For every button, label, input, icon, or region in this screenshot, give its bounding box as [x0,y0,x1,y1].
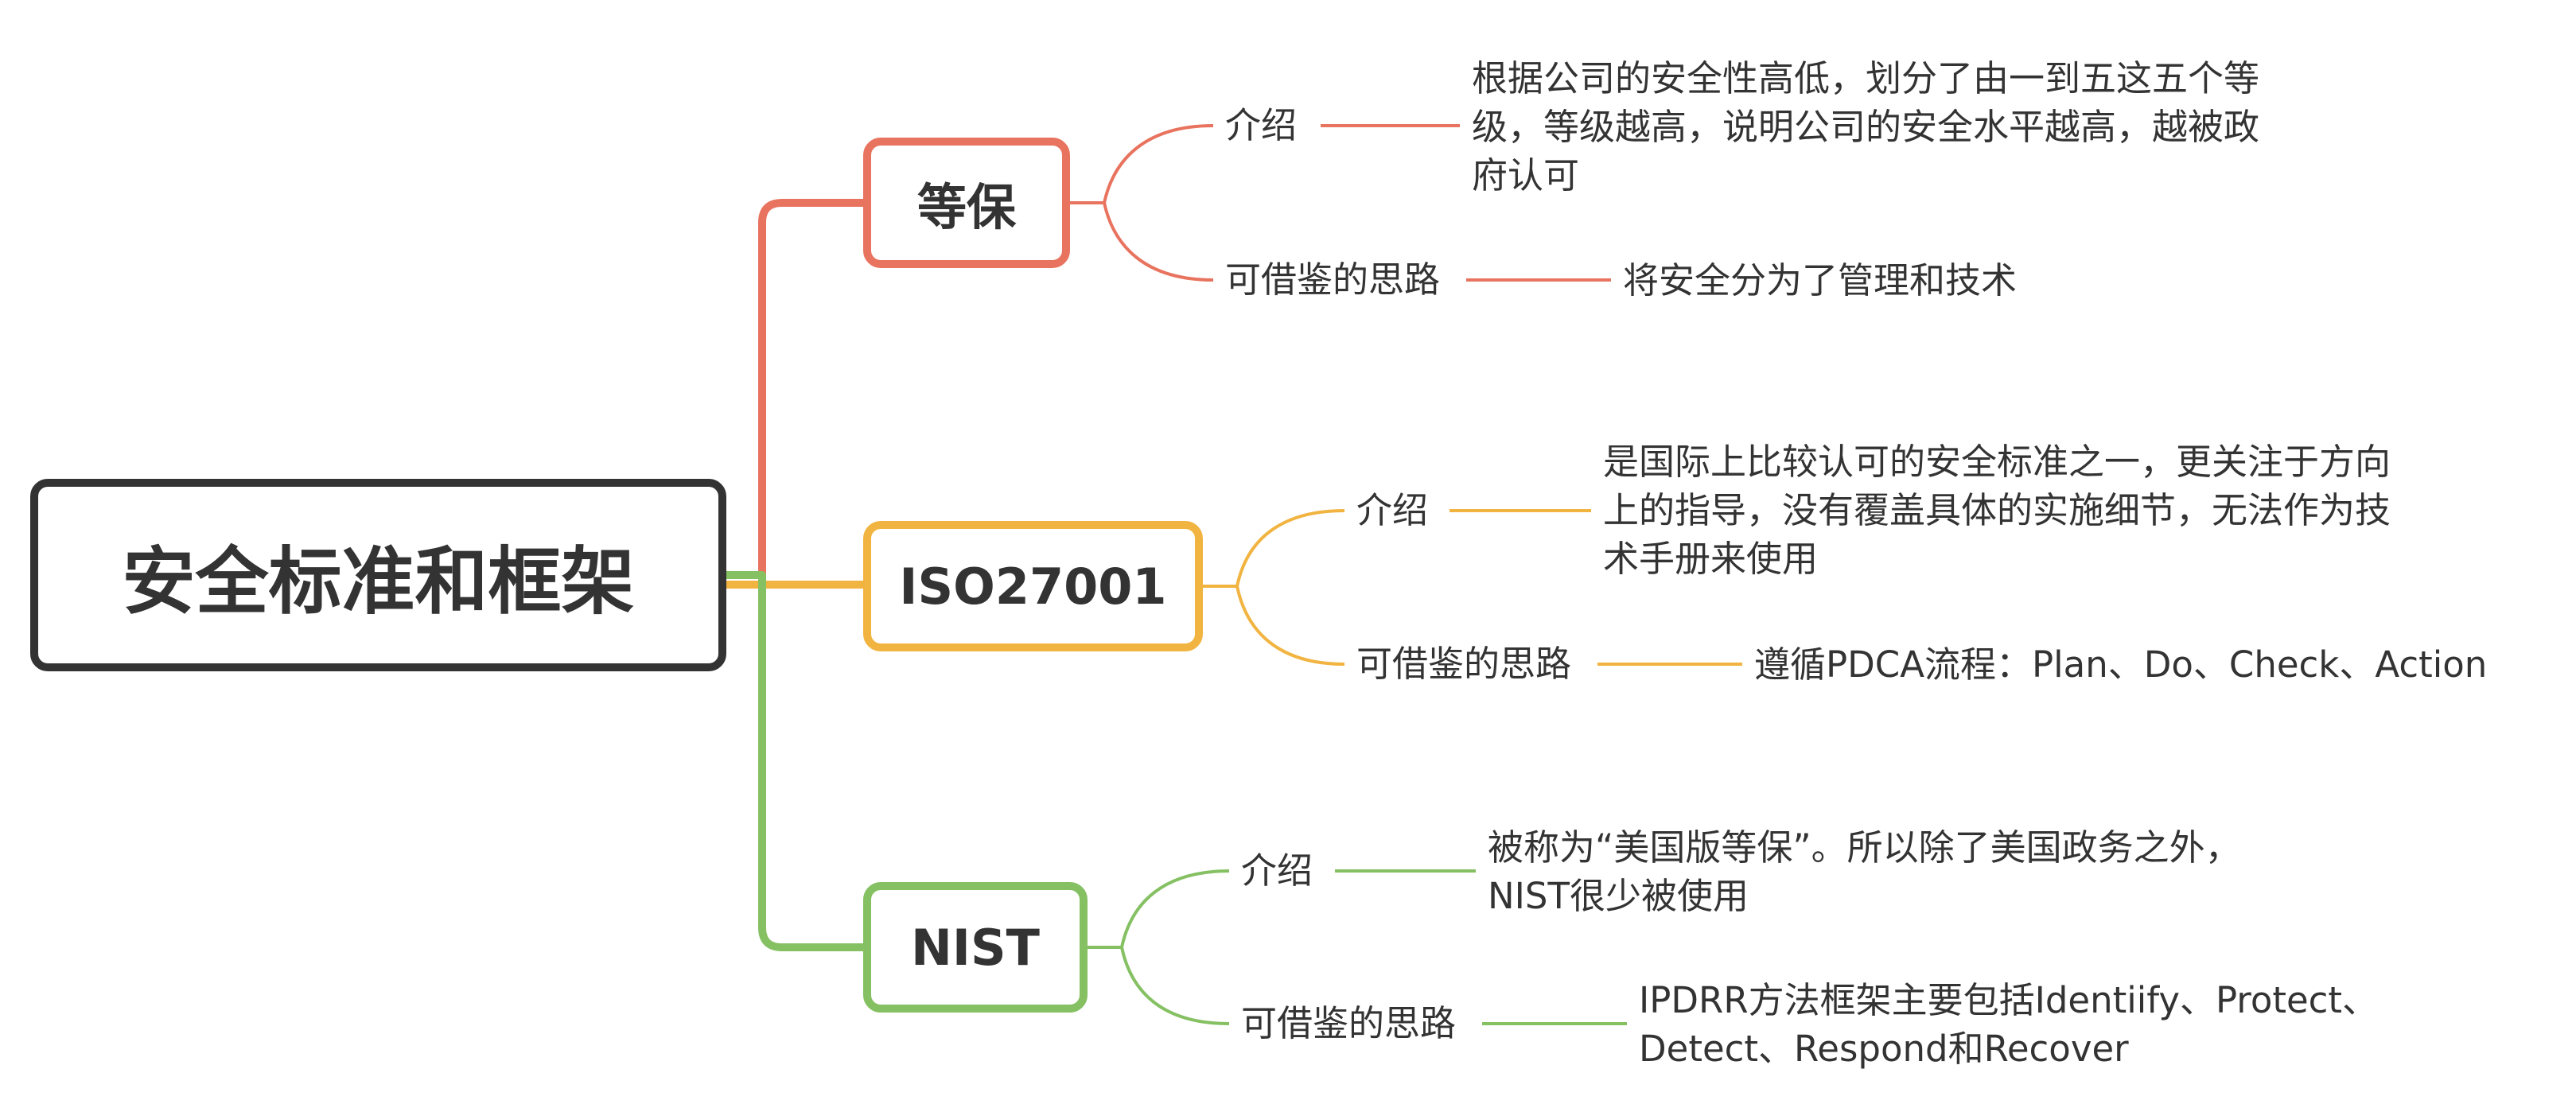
branch-node-iso27001[interactable]: ISO27001 [863,521,1203,651]
idea-description[interactable]: IPDRR方法框架主要包括Identiify、Protect、Detect、Re… [1639,979,2379,1070]
idea-label[interactable]: 可借鉴的思路 [1241,1002,1457,1044]
branch-title: ISO27001 [899,557,1167,616]
intro-description[interactable]: 根据公司的安全性高低，划分了由一到五这五个等级，等级越高，说明公司的安全水平越高… [1472,57,2260,196]
branch-node-nist[interactable]: NIST [863,882,1088,1013]
idea-label[interactable]: 可借鉴的思路 [1356,643,1572,685]
root-title: 安全标准和框架 [122,538,635,624]
connector-dengbao-intro [1103,124,1214,204]
intro-label[interactable]: 介绍 [1241,849,1313,892]
intro-label[interactable]: 介绍 [1225,104,1298,146]
connector-dengbao-idea [1103,202,1214,282]
branch-title: NIST [911,918,1040,977]
connector-iso-intro [1235,509,1345,587]
branch-node-dengbao[interactable]: 等保 [863,138,1070,268]
idea-description[interactable]: 将安全分为了管理和技术 [1623,259,2018,301]
idea-description[interactable]: 遵循PDCA流程：Plan、Do、Check、Action [1754,643,2488,686]
root-node[interactable]: 安全标准和框架 [30,479,726,671]
branch-title: 等保 [916,178,1016,236]
connector-nist-idea [1120,947,1230,1025]
connector-root-dengbao [726,199,863,579]
intro-label[interactable]: 介绍 [1356,489,1429,531]
intro-description[interactable]: 被称为“美国版等保”。所以除了美国政务之外，NIST很少被使用 [1488,826,2241,917]
connector-iso-idea [1235,585,1345,666]
connector-nist-intro [1120,869,1230,948]
idea-label[interactable]: 可借鉴的思路 [1225,259,1441,301]
connector-root-nist [726,571,863,951]
intro-description[interactable]: 是国际上比较认可的安全标准之一，更关注于方向上的指导，没有覆盖具体的实施细节，无… [1603,441,2391,580]
